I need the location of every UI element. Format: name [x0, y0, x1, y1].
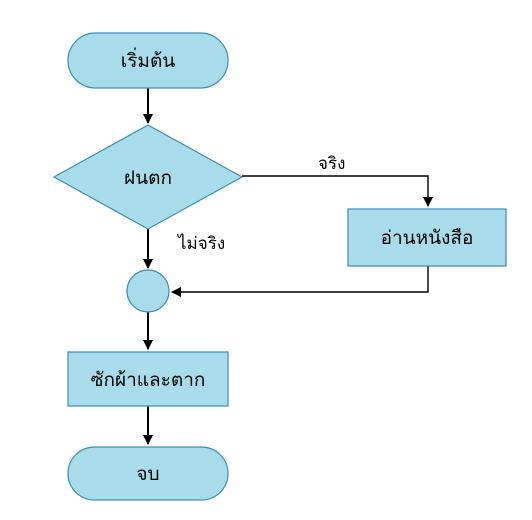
read-book-label: อ่านหนังสือ [381, 227, 474, 249]
true-label: จริง [318, 154, 345, 174]
decision-diamond [52, 124, 244, 230]
edge-decision-true [242, 175, 433, 207]
read-book-process [347, 208, 507, 267]
false-label: ไม่จริง [176, 233, 225, 254]
end-label: จบ [136, 463, 159, 485]
decision-label: ฝนตก [124, 167, 172, 189]
start-terminator [67, 32, 229, 89]
wash-dry-process [67, 351, 229, 407]
merge-connector [126, 269, 170, 313]
wash-dry-label: ซักผ้าและตาก [91, 369, 206, 391]
end-terminator [67, 446, 229, 501]
edge-read-to-merge [171, 266, 429, 297]
start-label: เริ่มต้น [121, 47, 176, 72]
